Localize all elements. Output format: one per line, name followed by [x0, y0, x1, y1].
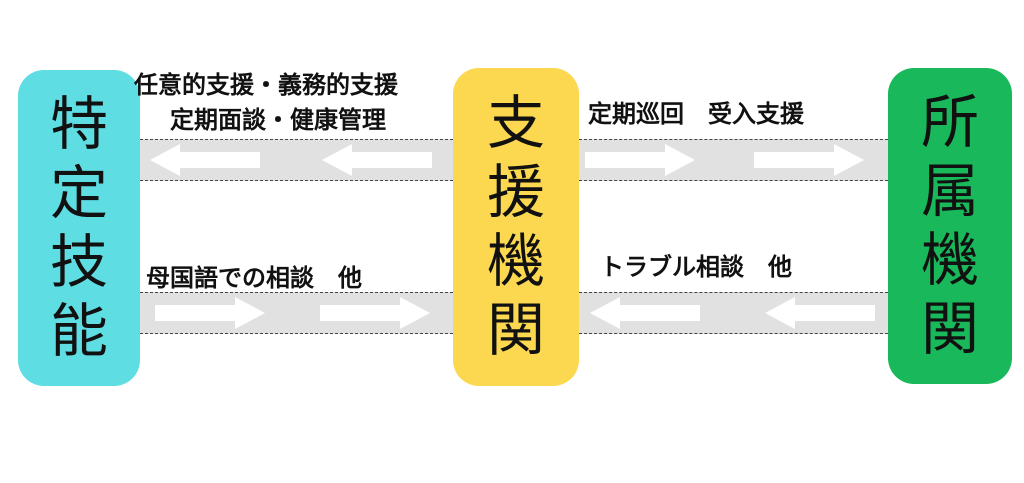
- entity-label-char: 関: [486, 296, 545, 364]
- lower-left-dash-top: [140, 292, 453, 293]
- left-entity-label: 特定技能: [50, 90, 108, 366]
- top-left-flow-label-line2: 定期面談・健康管理: [170, 106, 386, 134]
- left-arrow-icon: [590, 297, 700, 329]
- bottom-right-flow-label: トラブル相談 他: [600, 253, 792, 281]
- entity-label-char: 援: [486, 158, 545, 226]
- right-arrow-icon: [754, 144, 864, 176]
- entity-label-char: 技: [49, 228, 108, 296]
- left-arrow-icon: [322, 144, 432, 176]
- entity-label-char: 属: [920, 157, 979, 225]
- lower-right-dash-bottom: [579, 333, 888, 334]
- left-arrow-icon: [765, 297, 875, 329]
- entity-label-char: 関: [920, 295, 979, 363]
- upper-left-dash-top: [140, 139, 453, 140]
- affiliated-organization-box: 所属機関: [888, 68, 1012, 384]
- right-arrow-icon: [585, 144, 695, 176]
- right-arrow-icon: [320, 297, 430, 329]
- entity-label-char: 特: [49, 90, 108, 158]
- entity-label-char: 機: [920, 226, 979, 294]
- right-arrow-icon: [155, 297, 265, 329]
- entity-label-char: 機: [486, 227, 545, 295]
- bottom-left-flow-label: 母国語での相談 他: [146, 264, 362, 292]
- upper-right-dash-bottom: [579, 180, 888, 181]
- right-entity-label: 所属機関: [921, 88, 979, 364]
- upper-left-dash-bottom: [140, 180, 453, 181]
- center-entity-label: 支援機関: [487, 89, 545, 365]
- top-right-flow-label: 定期巡回 受入支援: [588, 100, 804, 128]
- lower-right-dash-top: [579, 292, 888, 293]
- left-arrow-icon: [150, 144, 260, 176]
- upper-right-dash-top: [579, 139, 888, 140]
- lower-left-dash-bottom: [140, 333, 453, 334]
- specified-skill-box: 特定技能: [18, 70, 140, 386]
- entity-label-char: 定: [49, 159, 108, 227]
- support-organization-box: 支援機関: [453, 68, 579, 386]
- entity-label-char: 支: [486, 89, 545, 157]
- entity-label-char: 能: [49, 297, 108, 365]
- top-left-flow-label-line1: 任意的支援・義務的支援: [134, 71, 398, 99]
- entity-label-char: 所: [920, 88, 979, 156]
